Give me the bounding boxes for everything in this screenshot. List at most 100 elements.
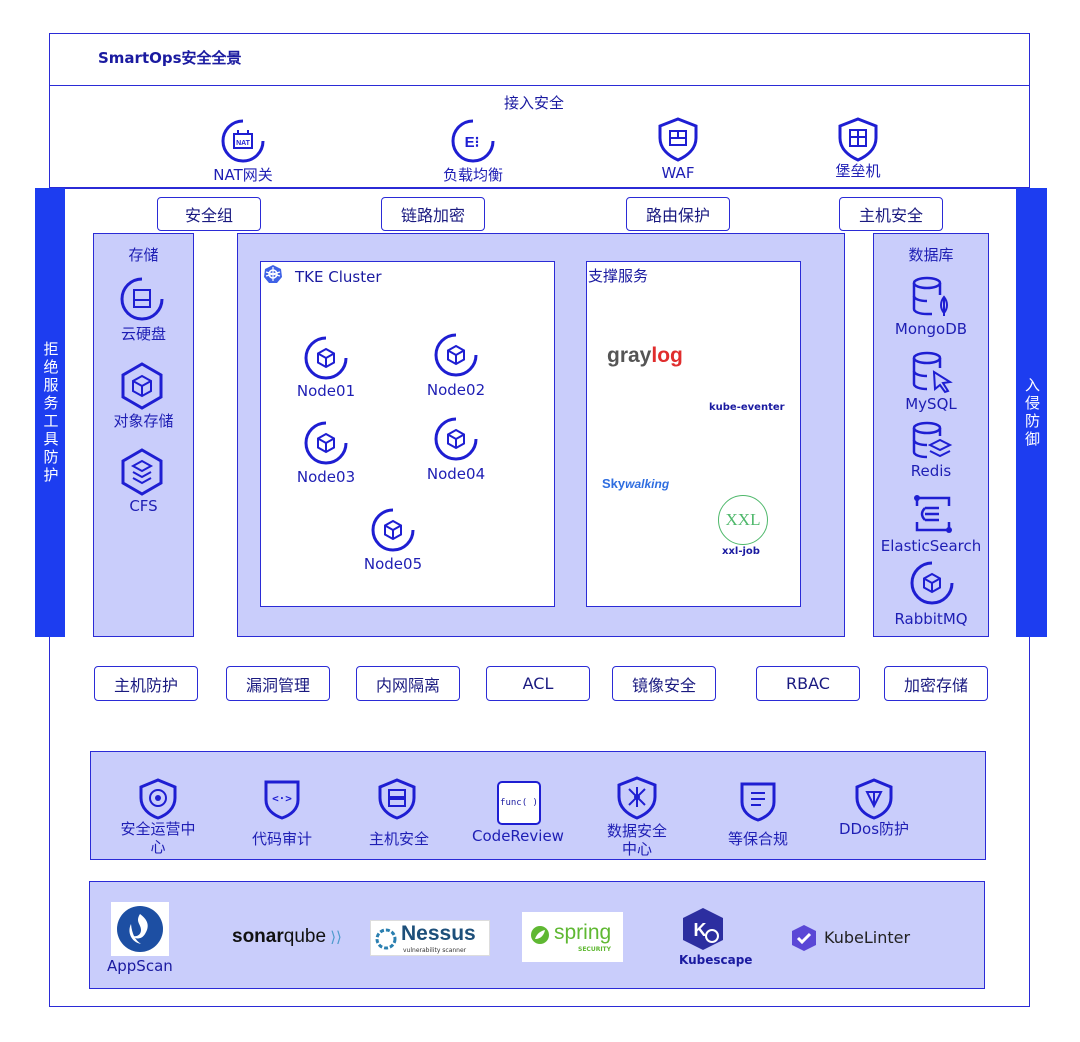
bastion-shield-icon [836,116,880,166]
node-label: Node04 [426,465,486,483]
function-icon-text: func( ) [500,798,538,808]
tke-heading: TKE Cluster [295,268,382,286]
database-heading: 数据库 [908,246,954,264]
node-label: Node03 [296,468,356,486]
skywalking-walking: walking [625,477,670,491]
storage-item-object: 对象存储 [113,412,174,430]
sonarqube-sonar: sonar [232,926,284,947]
access-divider [49,187,1030,189]
support-heading: 支撑服务 [588,267,649,285]
skywalking-sky: Sky [602,476,626,491]
access-item-waf: WAF [661,164,695,182]
tag-link-encryption: 链路加密 [381,197,485,231]
ops-item-soc: 安全运营中心 [120,820,196,856]
data-shield-icon [616,776,658,824]
kubelinter-logo-icon [790,924,818,956]
tag-route-protection: 路由保护 [626,197,730,231]
graylog-logo: graylog [607,344,683,368]
disk-icon [119,276,165,326]
mongodb-icon [910,275,956,321]
ops-item-compliance: 等保合规 [727,830,788,848]
database-item-rabbitmq: RabbitMQ [894,610,968,628]
sonarqube-waves-icon: ⟩⟩ [326,929,342,946]
access-item-bastion: 堡垒机 [835,162,881,180]
elasticsearch-icon [911,494,955,538]
database-item-mysql: MySQL [905,395,957,413]
node-label: Node02 [426,381,486,399]
ddos-shield-icon [854,778,894,824]
access-security-heading: 接入安全 [504,94,565,112]
tag-image-security: 镜像安全 [612,666,716,701]
graylog-gray: gray [607,344,652,367]
title-bar [49,33,1030,86]
cfs-icon [119,448,165,500]
function-icon: func( ) [497,781,541,825]
database-panel [873,233,989,637]
svg-text:K: K [694,920,707,940]
svg-text:E⁝: E⁝ [465,134,480,151]
node-icon [303,420,349,470]
sonarqube-logo: sonarqube ⟩⟩ [232,926,342,948]
node-icon [433,416,479,466]
access-item-lb: 负载均衡 [442,166,503,184]
page-title: SmartOps安全全景 [98,49,242,67]
svg-text:NAT: NAT [236,140,251,147]
mysql-icon [910,350,956,398]
database-item-mongodb: MongoDB [894,320,968,338]
kubernetes-icon [263,264,283,288]
tag-security-group: 安全组 [157,197,261,231]
tag-host-protection: 主机防护 [94,666,198,701]
nat-gateway-icon: NAT [220,118,266,168]
xxl-job-label: xxl-job [722,546,760,557]
redis-icon [910,420,956,466]
appscan-logo-icon [111,902,169,956]
waf-shield-icon [656,116,700,166]
kubescape-label: Kubescape [679,953,753,967]
ops-item-ddos: DDos防护 [838,820,910,838]
spring-name: spring [554,921,612,944]
spring-sub: SECURITY [578,946,611,953]
kubescape-logo-icon: K [678,906,728,952]
database-item-elasticsearch: ElasticSearch [880,537,982,555]
svg-text:<·>: <·> [272,792,292,805]
ops-item-code-audit: 代码审计 [251,830,312,848]
right-ips-bar: 入侵防御 [1016,188,1047,637]
node-label: Node01 [296,382,356,400]
xxl-logo-text: XXL [725,510,761,529]
storage-item-cfs: CFS [129,497,158,515]
object-storage-icon [119,362,165,414]
tag-rbac: RBAC [756,666,860,701]
database-item-redis: Redis [910,462,952,480]
spring-security-logo: spring SECURITY [522,912,623,962]
node-icon [303,335,349,385]
nessus-ring-icon [375,928,397,950]
document-shield-icon [738,780,778,826]
node-label: Node05 [363,555,423,573]
server-shield-icon [377,778,417,824]
xxl-logo: XXL [718,495,768,545]
tag-host-security: 主机安全 [839,197,943,231]
access-item-nat: NAT网关 [213,166,273,184]
left-ddos-bar: 拒绝服务工具防护 [35,188,65,637]
sonarqube-qube: qube [283,926,327,947]
nessus-logo: Nessus vulnerability scanner [370,920,490,956]
nessus-sub: vulnerability scanner [403,947,467,954]
left-bar-text: 拒绝服务工具防护 [41,340,60,485]
skywalking-logo: Skywalking [602,476,669,491]
load-balancer-icon: E⁝ [450,118,496,168]
ops-item-codereview: CodeReview [472,827,564,845]
tag-network-isolation: 内网隔离 [356,666,460,701]
ops-item-data-security: 数据安全中心 [606,822,667,858]
nessus-name: Nessus [401,922,476,945]
tag-acl: ACL [486,666,590,701]
storage-heading: 存储 [128,246,159,264]
node-icon [370,507,416,557]
storage-item-disk: 云硬盘 [120,325,166,343]
spring-leaf-icon [531,926,549,944]
support-services-box [586,261,801,607]
rabbitmq-icon [909,560,955,610]
node-icon [433,332,479,382]
graylog-log: log [651,344,683,367]
tag-vulnerability-management: 漏洞管理 [226,666,330,701]
ops-item-host-security: 主机安全 [368,830,429,848]
